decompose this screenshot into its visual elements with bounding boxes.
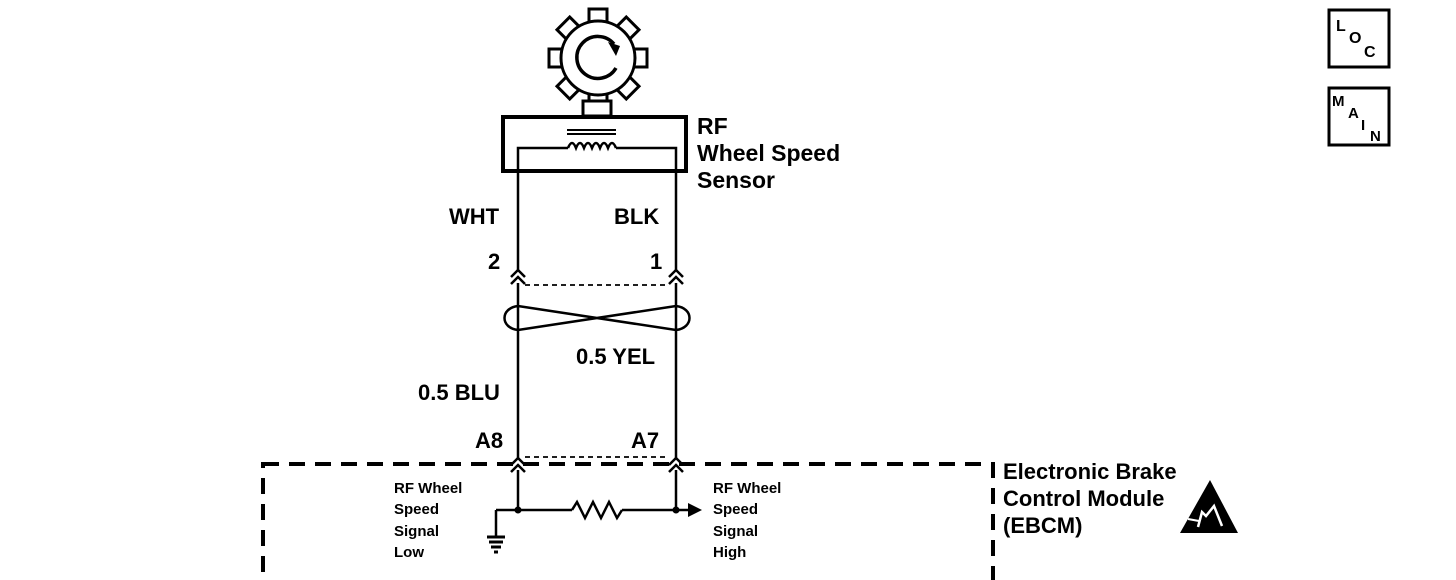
loc-button[interactable]: L O C <box>1327 8 1391 69</box>
pin-sensor-left: 2 <box>488 249 500 274</box>
signal-arrow <box>688 503 702 517</box>
main-letter-m: M <box>1332 93 1345 110</box>
signal-low-line3: Signal <box>394 523 439 540</box>
main-letter-a: A <box>1348 105 1359 122</box>
wire-gauge-left: 0.5 BLU <box>418 380 500 405</box>
sensor-name-line1: RF <box>697 113 728 139</box>
signal-high-line4: High <box>713 544 746 561</box>
esd-warning-icon <box>1180 480 1238 533</box>
pin-module-left: A8 <box>475 428 503 453</box>
module-name-line3: (EBCM) <box>1003 513 1082 538</box>
module-connector <box>510 456 684 473</box>
wire-color-left: WHT <box>449 204 500 229</box>
module-internal-circuit <box>494 499 688 536</box>
signal-low-line1: RF Wheel <box>394 480 462 497</box>
sensor-connector <box>510 268 684 286</box>
junction-right <box>672 506 680 514</box>
signal-high-line2: Speed <box>713 501 758 518</box>
loc-letter-l: L <box>1336 18 1346 35</box>
loc-letter-o: O <box>1349 30 1361 47</box>
pin-module-right: A7 <box>631 428 659 453</box>
ground-icon <box>487 535 505 554</box>
signal-low-line2: Speed <box>394 501 439 518</box>
circuit-wires <box>516 171 678 510</box>
signal-high-line3: Signal <box>713 523 758 540</box>
wire-gauge-right: 0.5 YEL <box>576 344 655 369</box>
main-letter-n: N <box>1370 128 1381 145</box>
pin-sensor-right: 1 <box>650 249 662 274</box>
module-name-line2: Control Module <box>1003 486 1164 511</box>
sensor-name-line2: Wheel Speed <box>697 140 840 166</box>
gear-rotation-icon <box>547 7 649 118</box>
sensor-name-line3: Sensor <box>697 167 775 193</box>
module-name-line1: Electronic Brake <box>1003 459 1177 484</box>
signal-high-line1: RF Wheel <box>713 480 781 497</box>
main-button[interactable]: M A I N <box>1327 86 1391 147</box>
twisted-pair-symbol <box>503 304 691 332</box>
loc-letter-c: C <box>1364 44 1376 61</box>
wire-color-right: BLK <box>614 204 659 229</box>
ebcm-boundary <box>261 462 995 580</box>
junction-left <box>514 506 522 514</box>
main-letter-i: I <box>1361 117 1365 134</box>
signal-low-line4: Low <box>394 544 424 561</box>
sensor-body <box>501 115 688 173</box>
